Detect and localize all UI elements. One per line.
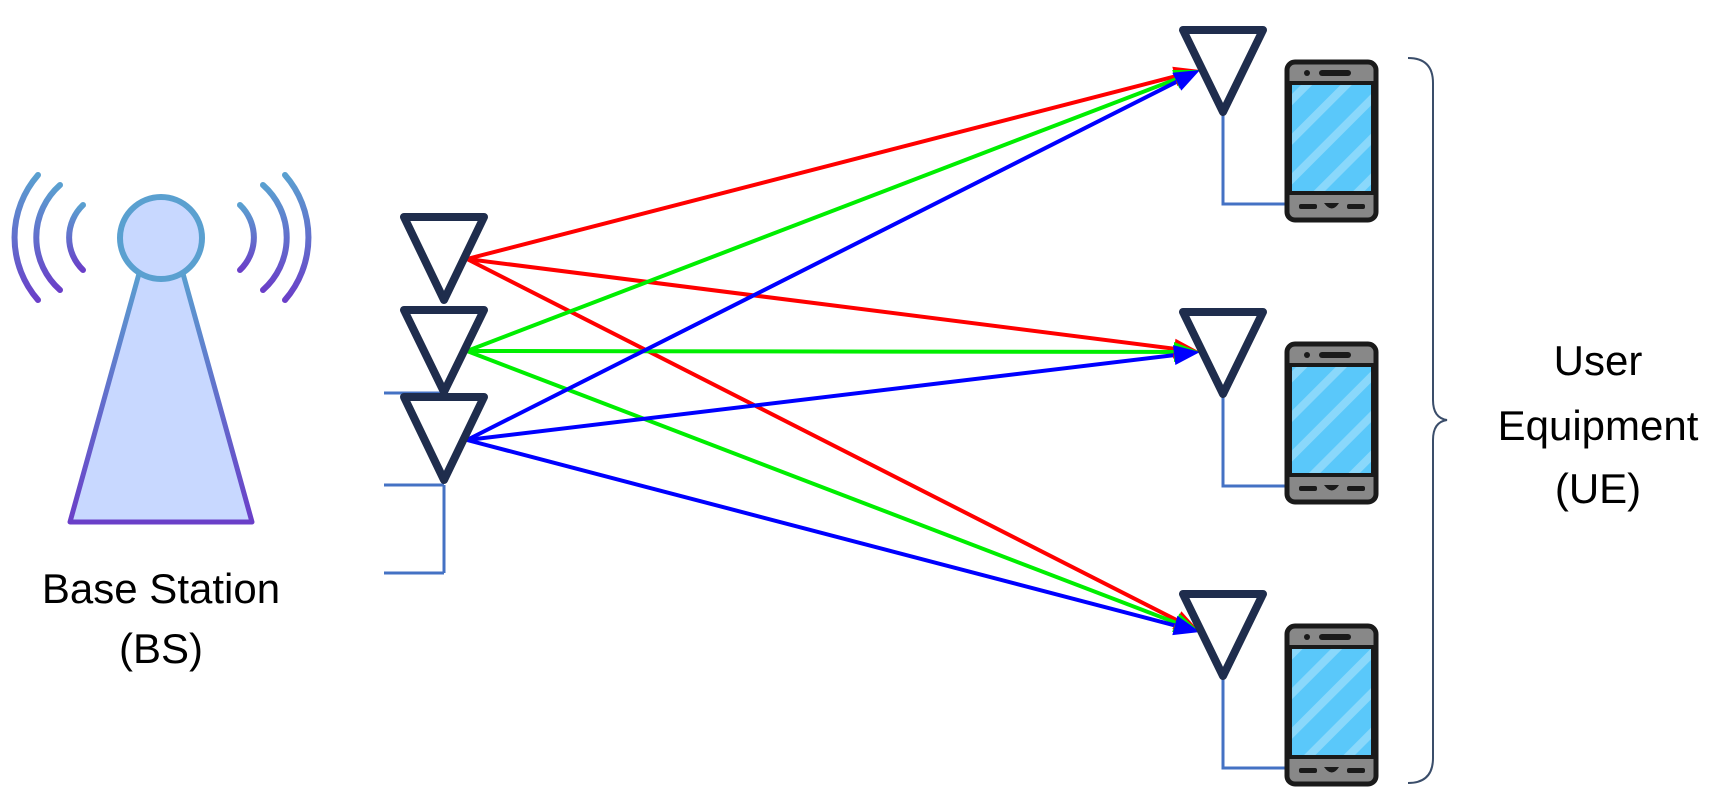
ue-group-brace <box>1407 57 1448 784</box>
ue-feed-line <box>1221 678 1292 770</box>
link-line <box>466 349 1175 354</box>
link-line <box>466 438 1176 628</box>
link-line <box>466 79 1178 442</box>
antenna-icon <box>1179 308 1267 398</box>
link-line <box>466 257 1175 351</box>
link-line <box>466 349 1177 625</box>
ue-label-abbrev: (UE) <box>1555 465 1641 512</box>
ue-feed-line <box>1221 114 1292 206</box>
ue-device <box>1179 590 1379 787</box>
signal-waves-left-icon <box>11 172 86 303</box>
antenna-icon <box>400 213 488 304</box>
antenna-icon <box>400 393 488 484</box>
ue-label-line2: Equipment <box>1498 402 1699 449</box>
ue-feed-line <box>1221 396 1292 488</box>
smartphone-icon <box>1284 623 1379 787</box>
arrow-head-icon <box>1172 615 1200 636</box>
link-line <box>466 77 1177 353</box>
ue-devices <box>1179 26 1379 787</box>
antenna-icon <box>1179 26 1267 116</box>
arrow-head-icon <box>1172 70 1200 91</box>
antenna-icon <box>1179 590 1267 680</box>
mimo-links <box>466 66 1200 636</box>
ue-device <box>1179 26 1379 223</box>
link-line <box>466 353 1175 442</box>
bs-antenna-array <box>400 213 488 484</box>
smartphone-icon <box>1284 59 1379 223</box>
link-line <box>466 257 1178 622</box>
bs-label: Base Station <box>42 565 280 612</box>
ue-label: User <box>1554 337 1643 384</box>
arrow-head-icon <box>1172 345 1200 366</box>
signal-waves-right-icon <box>237 172 312 303</box>
bs-label-abbrev: (BS) <box>119 625 203 672</box>
antenna-icon <box>400 306 488 396</box>
cell-tower-icon <box>11 172 312 525</box>
link-line <box>466 74 1176 261</box>
ue-device <box>1179 308 1379 505</box>
smartphone-icon <box>1284 341 1379 505</box>
